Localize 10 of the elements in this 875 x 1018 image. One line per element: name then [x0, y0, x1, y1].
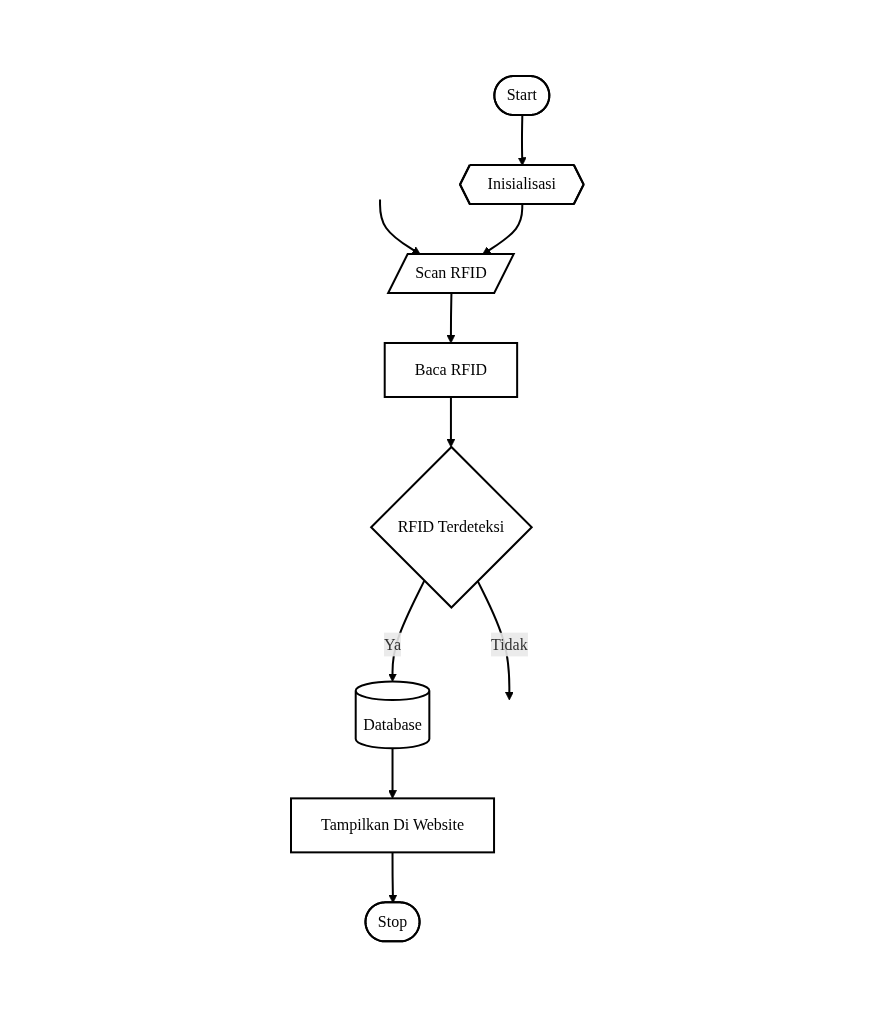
node-box: Baca RFID [383, 342, 519, 399]
arrow [517, 114, 527, 167]
arrow [388, 747, 398, 800]
arrow [446, 396, 456, 448]
arrow [388, 851, 398, 904]
edge-label: Tidak [491, 635, 528, 653]
arrow [388, 580, 426, 683]
edge-label: Ya [384, 635, 402, 653]
node-box: Tampilkan Di Website [290, 797, 496, 854]
node-diamond: RFID Terdeteksi [369, 445, 534, 610]
